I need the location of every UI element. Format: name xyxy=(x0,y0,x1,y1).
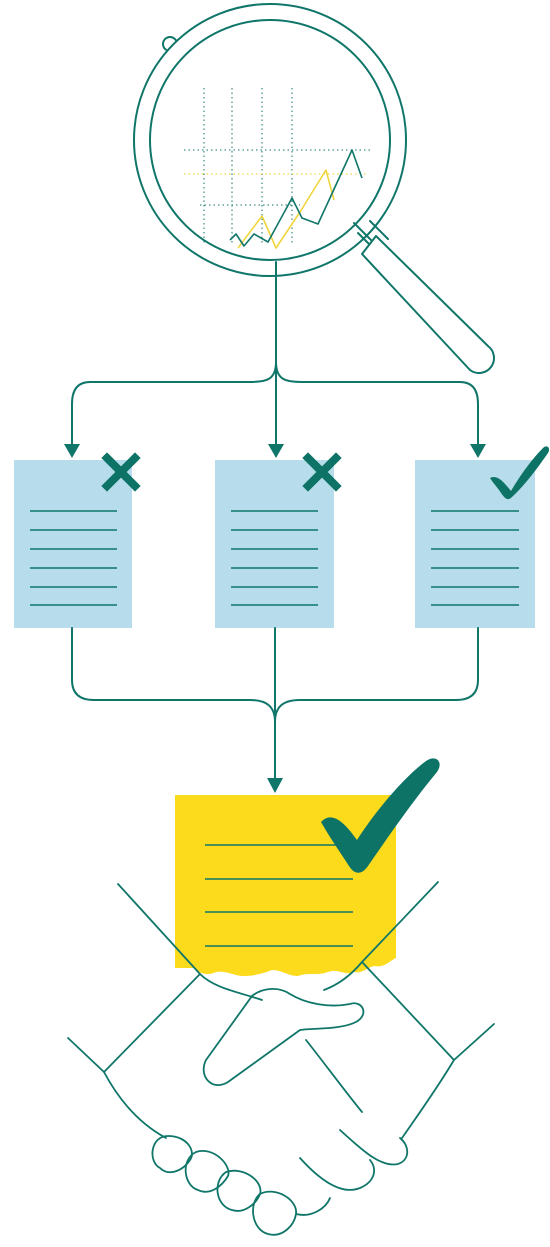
lens-chart-gridlines xyxy=(184,88,372,244)
branch-connectors xyxy=(71,261,479,451)
lens-chart-yellow-series xyxy=(237,169,335,249)
merge-connectors xyxy=(71,627,479,781)
check-mark-icon xyxy=(490,446,550,500)
candidate-document-3 xyxy=(415,446,550,628)
handshake-icon xyxy=(67,881,495,1236)
candidate-document-2 xyxy=(215,452,342,628)
check-mark-icon xyxy=(321,758,440,873)
final-document xyxy=(175,758,440,976)
x-mark-icon xyxy=(302,452,342,492)
lens-chart-green-series xyxy=(229,149,363,247)
magnifying-glass-icon xyxy=(133,3,495,374)
x-mark-icon xyxy=(101,452,141,492)
lens-chart xyxy=(184,88,372,249)
merge-arrowhead xyxy=(267,778,283,793)
candidate-document-1 xyxy=(14,452,141,628)
branch-arrowheads xyxy=(64,444,486,458)
